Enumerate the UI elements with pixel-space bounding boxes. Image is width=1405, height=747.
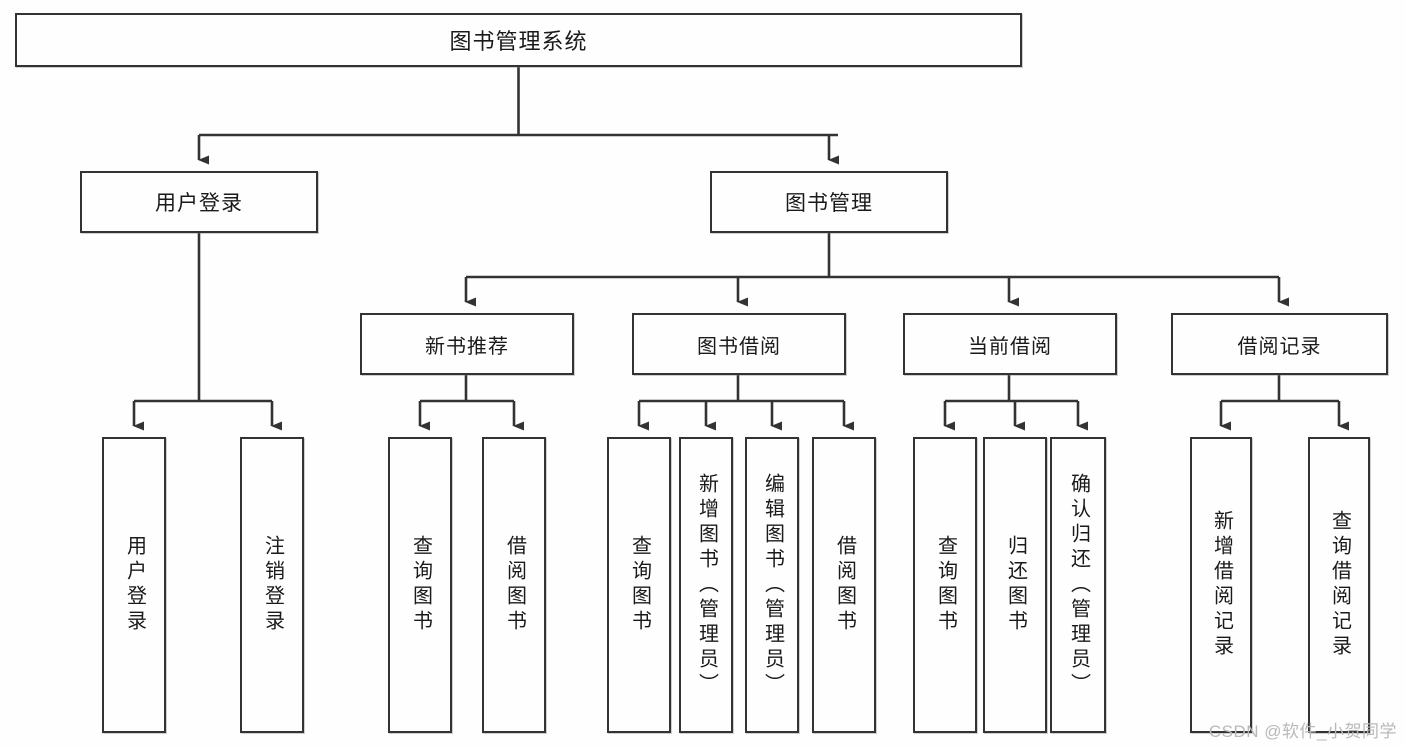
node-label: 图书借阅 — [697, 335, 781, 358]
node-label: 用户登录 — [123, 535, 146, 635]
node-leaf-borrow-book[interactable]: 借阅图书 — [812, 437, 876, 733]
node-label: 借阅记录 — [1237, 335, 1322, 358]
node-label: 图书管理 — [785, 192, 873, 215]
node-book-borrow[interactable]: 图书借阅 — [632, 313, 846, 375]
node-label: 查询图书 — [409, 535, 432, 635]
node-label: 注销登录 — [261, 535, 284, 635]
node-root-book-management-system[interactable]: 图书管理系统 — [15, 13, 1022, 67]
node-borrow-record[interactable]: 借阅记录 — [1171, 313, 1388, 375]
node-label: 归还图书 — [1004, 535, 1027, 635]
node-user-login[interactable]: 用户登录 — [80, 171, 318, 233]
csdn-watermark: CSDN @软件_小贺同学 — [1208, 722, 1397, 741]
node-leaf-query-book-borrow[interactable]: 查询图书 — [607, 437, 671, 733]
node-label: 借阅图书 — [503, 535, 526, 635]
node-label: 新增图书（管理员） — [695, 472, 718, 698]
node-leaf-query-book-current[interactable]: 查询图书 — [913, 437, 977, 733]
node-current-borrow[interactable]: 当前借阅 — [903, 313, 1117, 375]
node-label: 查询借阅记录 — [1328, 510, 1351, 660]
node-label: 查询图书 — [934, 535, 957, 635]
node-label: 确认归还（管理员） — [1067, 472, 1090, 698]
node-leaf-return-book[interactable]: 归还图书 — [983, 437, 1047, 733]
node-label: 用户登录 — [155, 192, 243, 215]
node-label: 新增借阅记录 — [1210, 510, 1233, 660]
node-leaf-add-borrow-record[interactable]: 新增借阅记录 — [1190, 437, 1252, 733]
node-leaf-user-logout[interactable]: 注销登录 — [240, 437, 304, 733]
node-label: 新书推荐 — [425, 335, 509, 358]
node-leaf-edit-book-admin[interactable]: 编辑图书（管理员） — [745, 437, 799, 733]
node-leaf-add-book-admin[interactable]: 新增图书（管理员） — [679, 437, 733, 733]
node-new-book-recommend[interactable]: 新书推荐 — [360, 313, 574, 375]
node-leaf-borrow-book-recommend[interactable]: 借阅图书 — [482, 437, 546, 733]
node-book-management[interactable]: 图书管理 — [710, 171, 948, 233]
node-label: 图书管理系统 — [449, 29, 588, 54]
node-label: 编辑图书（管理员） — [761, 472, 784, 698]
node-label: 当前借阅 — [968, 335, 1052, 358]
node-label: 借阅图书 — [833, 535, 856, 635]
node-label: 查询图书 — [628, 535, 651, 635]
node-leaf-confirm-return-admin[interactable]: 确认归还（管理员） — [1050, 437, 1106, 733]
node-leaf-query-book-recommend[interactable]: 查询图书 — [388, 437, 452, 733]
node-leaf-user-login[interactable]: 用户登录 — [102, 437, 166, 733]
node-leaf-query-borrow-record[interactable]: 查询借阅记录 — [1308, 437, 1370, 733]
